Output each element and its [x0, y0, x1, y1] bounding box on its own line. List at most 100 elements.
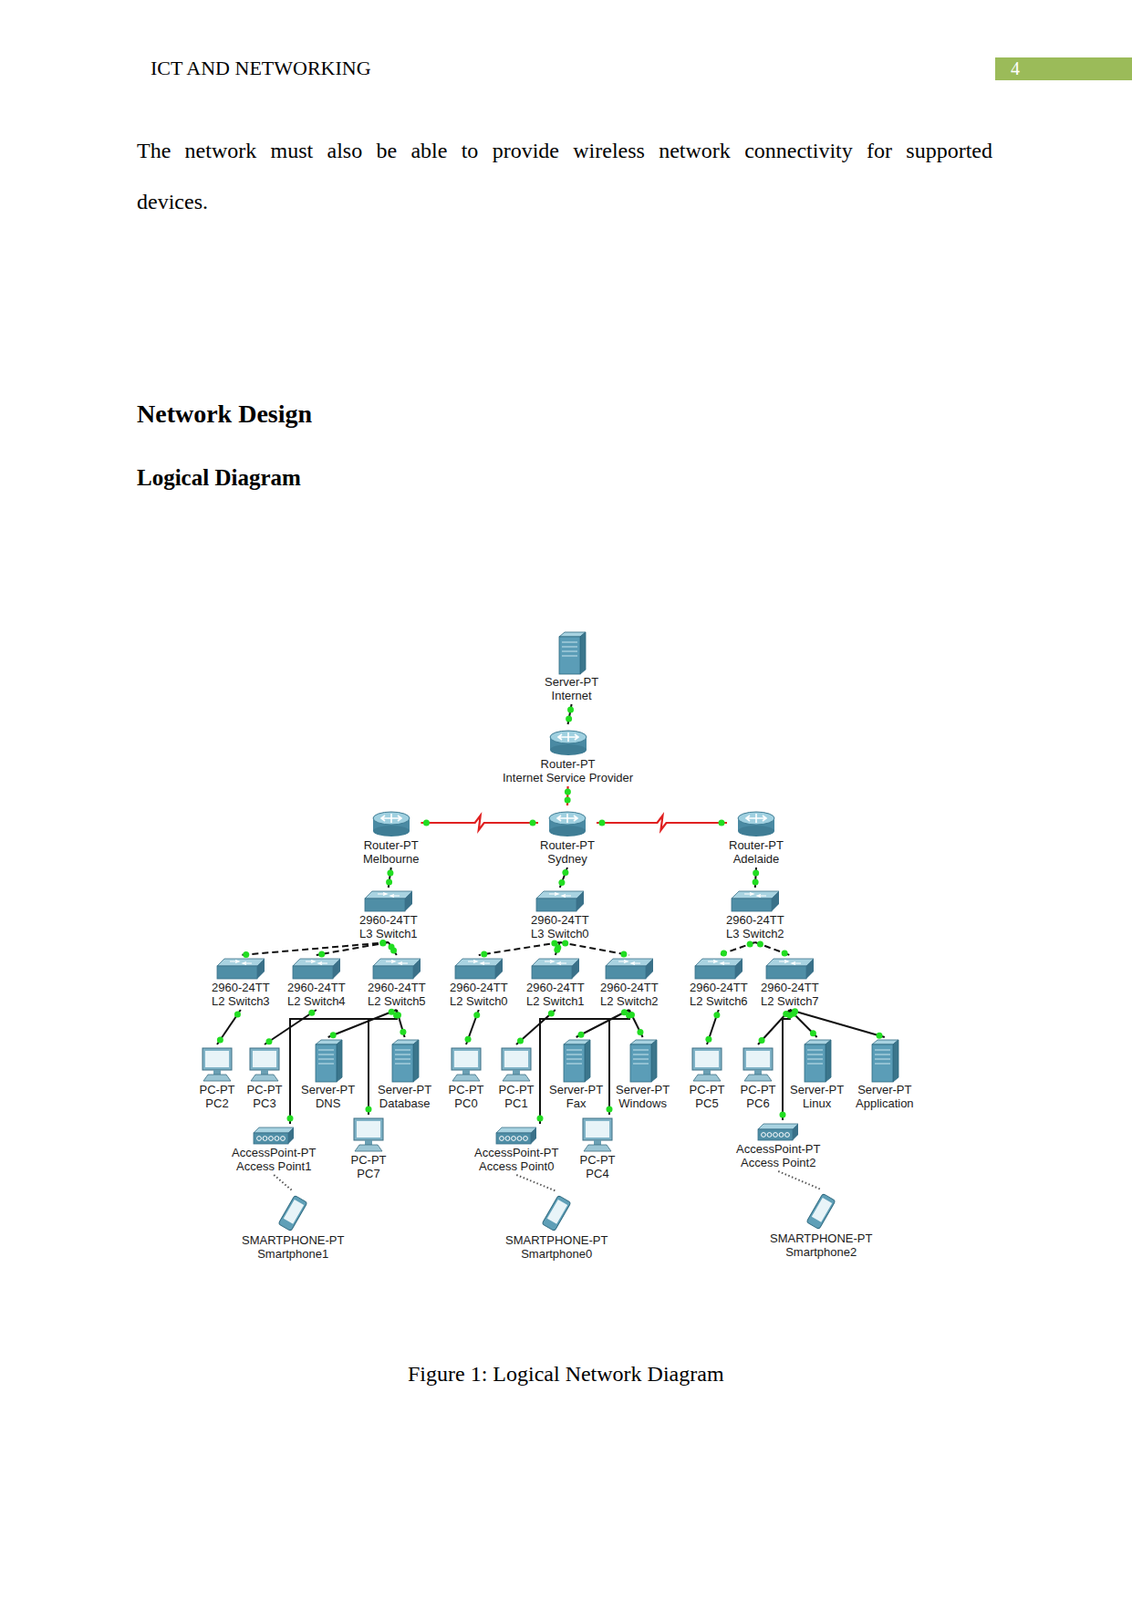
icon-part	[217, 958, 265, 966]
icon-part	[455, 965, 496, 979]
link-status-dot	[287, 1115, 294, 1122]
icon-part	[593, 1140, 602, 1145]
link-status-dot	[620, 950, 627, 957]
device-name: Smartphone2	[785, 1245, 857, 1259]
device-name: L2 Switch3	[211, 994, 271, 1008]
link-status-dot	[548, 1009, 555, 1017]
switch-device: 2960-24TTL3 Switch1	[357, 887, 420, 943]
icon-part	[778, 960, 801, 966]
icon-part	[807, 1063, 823, 1065]
device-type: Server-PT	[544, 675, 599, 689]
router-icon	[546, 807, 589, 839]
device-name: Melbourne	[363, 851, 419, 866]
link-status-dot	[365, 1106, 373, 1113]
server-icon	[388, 1038, 422, 1083]
device-type: Server-PT	[789, 1082, 844, 1097]
icon-part	[292, 958, 341, 966]
wireless-link	[778, 1171, 821, 1190]
icon-part	[274, 1136, 280, 1142]
icon-part	[394, 1049, 411, 1051]
icon-part	[792, 1123, 799, 1141]
switch-device: 2960-24TTL2 Switch3	[209, 955, 272, 1010]
icon-part	[605, 958, 654, 966]
server-device: Server-PTInternet	[542, 629, 601, 705]
icon-part	[566, 1059, 582, 1060]
icon-part	[364, 1140, 373, 1145]
serial-link	[420, 815, 539, 831]
icon-part	[807, 1054, 823, 1056]
icon-part	[253, 1132, 289, 1144]
icon-part	[495, 958, 503, 979]
icon-part	[561, 646, 578, 648]
icon-part	[451, 1048, 481, 1070]
ethernet-link	[316, 942, 389, 956]
icon-part	[771, 891, 779, 912]
icon-part	[499, 1136, 505, 1142]
device-type: Server-PT	[615, 1082, 670, 1097]
device-name: Database	[379, 1096, 431, 1111]
switch-device: 2960-24TTL2 Switch0	[447, 955, 510, 1010]
icon-part	[804, 1044, 826, 1082]
icon-part	[262, 1136, 268, 1142]
ethernet-link	[758, 1009, 790, 1045]
link-status-dot	[625, 1012, 633, 1019]
icon-part	[731, 898, 772, 912]
icon-part	[394, 1054, 411, 1056]
icon-part	[511, 1136, 517, 1142]
icon-part	[754, 1069, 762, 1075]
running-header: ICT AND NETWORKING	[150, 56, 372, 81]
device-type: 2960-24TT	[530, 913, 590, 927]
device-name: PC0	[454, 1096, 478, 1111]
icon-part	[452, 1074, 480, 1081]
link-status-dot	[473, 1011, 480, 1018]
device-name: L2 Switch1	[526, 994, 585, 1008]
device-type: PC-PT	[498, 1082, 535, 1097]
device-type: AccessPoint-PT	[231, 1145, 316, 1160]
icon-part	[758, 1123, 799, 1130]
icon-part	[353, 1118, 384, 1141]
icon-part	[260, 1069, 269, 1075]
pc-device: PC-PTPC7	[348, 1114, 389, 1183]
device-name: Access Point2	[740, 1155, 816, 1170]
icon-part	[872, 1044, 894, 1082]
pc-icon	[579, 1116, 616, 1153]
device-name: PC6	[746, 1096, 769, 1111]
icon-part	[761, 1132, 767, 1138]
device-name: PC5	[695, 1096, 718, 1111]
icon-part	[746, 813, 767, 823]
router-device: Router-PTAdelaide	[726, 805, 786, 868]
icon-part	[505, 1136, 510, 1142]
device-name: Fax	[566, 1096, 587, 1111]
link-status-dot	[565, 716, 572, 723]
device-type: PC-PT	[689, 1082, 726, 1097]
link-status-dot	[720, 950, 727, 957]
icon-part	[318, 1054, 334, 1056]
icon-part	[692, 1048, 722, 1070]
icon-part	[766, 958, 814, 966]
icon-part	[229, 960, 252, 966]
icon-part	[566, 1063, 582, 1065]
icon-part	[561, 651, 578, 653]
device-type: AccessPoint-PT	[474, 1145, 559, 1160]
router-device: Router-PTMelbourne	[361, 805, 421, 868]
server-icon	[555, 631, 589, 676]
link-status-dot	[390, 946, 397, 954]
device-type: Server-PT	[857, 1082, 912, 1097]
link-status-dot	[386, 869, 394, 876]
ethernet-link	[516, 1009, 556, 1045]
link-status-dot	[876, 1032, 883, 1039]
access-point-device: AccessPoint-PTAccess Point1	[229, 1123, 318, 1175]
pc-device: PC-PTPC2	[197, 1044, 238, 1112]
device-name: L2 Switch5	[367, 994, 426, 1008]
smartphone-device: SMARTPHONE-PTSmartphone2	[768, 1189, 874, 1261]
smartphone-device: SMARTPHONE-PTSmartphone1	[239, 1191, 346, 1263]
link-status-dot	[705, 1036, 712, 1043]
link-status-dot	[625, 1012, 633, 1019]
switch-device: 2960-24TTL3 Switch2	[724, 887, 787, 943]
device-type: 2960-24TT	[287, 980, 346, 995]
pc-icon	[688, 1046, 726, 1083]
device-name: PC7	[356, 1166, 380, 1181]
ethernet-link	[240, 942, 389, 956]
link-status-dot	[757, 941, 764, 948]
